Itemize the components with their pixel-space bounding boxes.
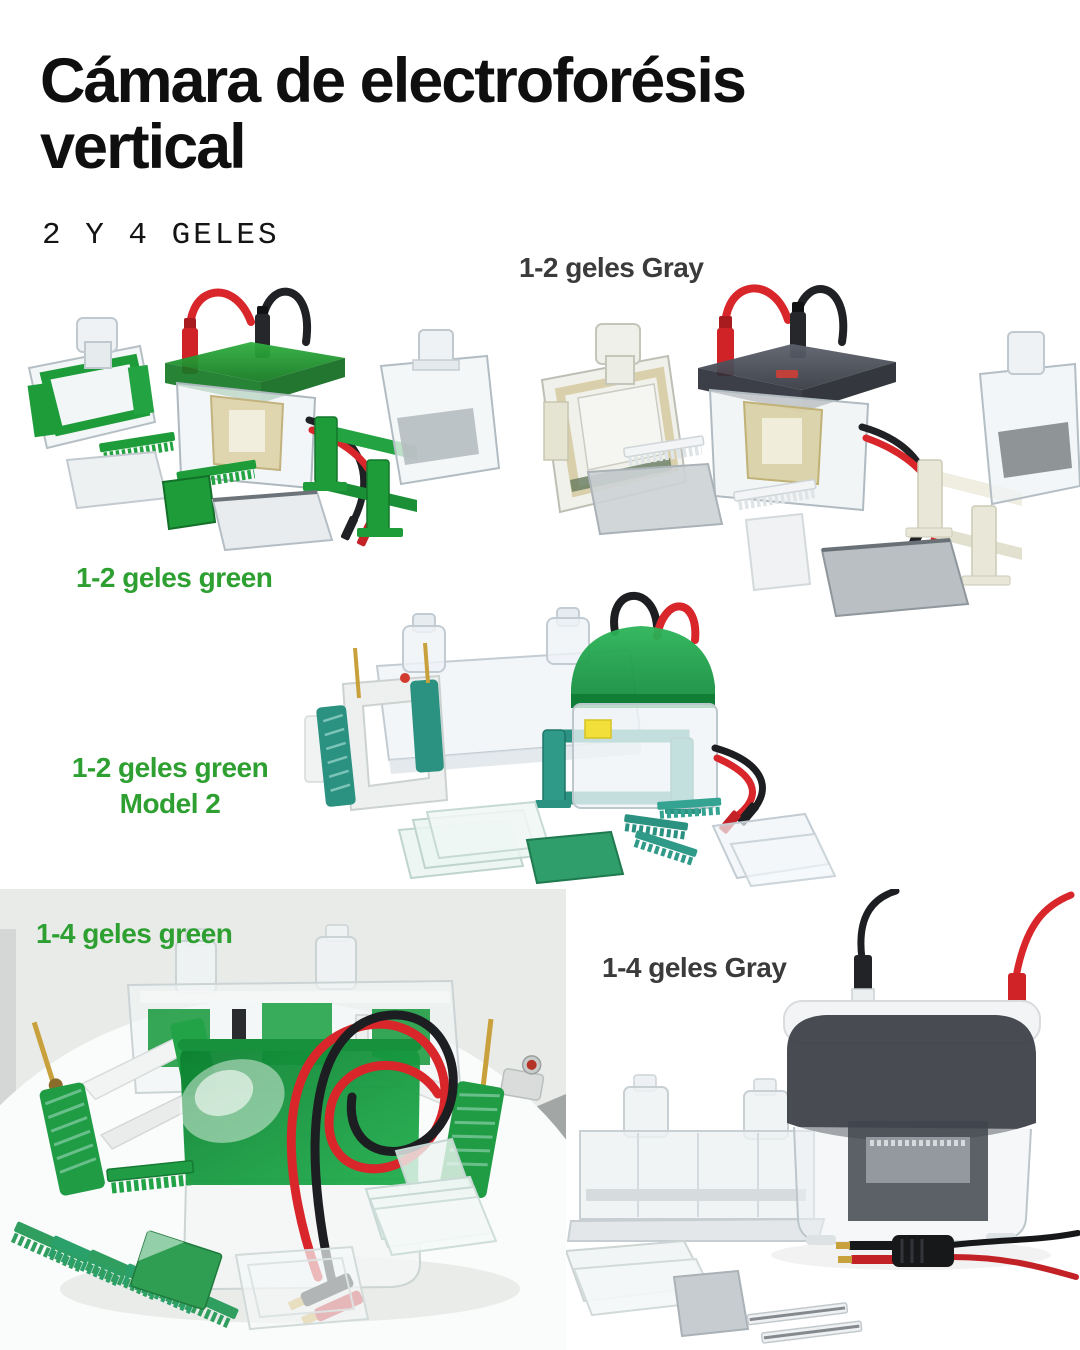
green-combs-and-plates xyxy=(65,431,334,552)
page-subtitle: 2 Y 4 GELES xyxy=(42,218,280,253)
gray14-comb-strips xyxy=(746,1302,863,1344)
model2-clamp-assembly xyxy=(304,642,449,812)
green-cassette-module xyxy=(27,317,157,450)
green-1-2-illustration xyxy=(27,287,501,552)
product-photo-gray-1-4 xyxy=(566,889,1080,1350)
label-1-2-geles-green-model2: 1-2 geles green Model 2 xyxy=(55,750,285,822)
label-1-4-geles-gray: 1-4 geles Gray xyxy=(602,952,787,983)
label-model2-line1: 1-2 geles green xyxy=(71,752,269,783)
green-casting-stand xyxy=(303,416,417,537)
gray14-jumper-cable xyxy=(836,1230,1080,1280)
model2-tank xyxy=(571,592,766,834)
label-1-2-geles-green: 1-2 geles green xyxy=(76,562,273,593)
model2-illustration xyxy=(304,592,837,888)
green-tank xyxy=(165,287,381,547)
gray-1-2-illustration xyxy=(540,284,1080,618)
green-buffer-tank xyxy=(379,329,501,486)
product-photo-gray-1-2 xyxy=(530,272,1080,618)
green-1-4-illustration xyxy=(0,889,566,1350)
gray-tank xyxy=(698,284,943,575)
label-1-4-geles-green: 1-4 geles green xyxy=(36,918,233,949)
product-photo-green-model2 xyxy=(285,588,850,888)
gray-casting-stand xyxy=(905,459,1022,586)
gray14-tank xyxy=(783,889,1075,1245)
green14-tray xyxy=(234,1245,370,1331)
green14-comb xyxy=(106,1159,195,1194)
product-photo-green-1-2 xyxy=(15,270,505,570)
gray-1-4-illustration xyxy=(566,889,1080,1350)
green14-glass-stack xyxy=(364,1137,498,1257)
page-title-line1: Cámara de electroforésis xyxy=(40,46,747,116)
green14-card xyxy=(130,1230,223,1310)
label-1-2-geles-gray: 1-2 geles Gray xyxy=(519,252,704,283)
gray-combs-and-plates xyxy=(586,435,970,618)
gray14-glass-plates xyxy=(566,1239,750,1338)
model2-accessories xyxy=(397,797,837,888)
gray14-gel-module xyxy=(566,1074,826,1242)
product-photo-green-1-4 xyxy=(0,889,566,1350)
page-title: Cámara de electroforésis vertical xyxy=(40,46,747,182)
gray-buffer-tank xyxy=(978,331,1080,506)
green14-stand-left xyxy=(31,1018,218,1196)
label-model2-line2: Model 2 xyxy=(119,788,221,819)
page-title-line2: vertical xyxy=(40,112,247,182)
